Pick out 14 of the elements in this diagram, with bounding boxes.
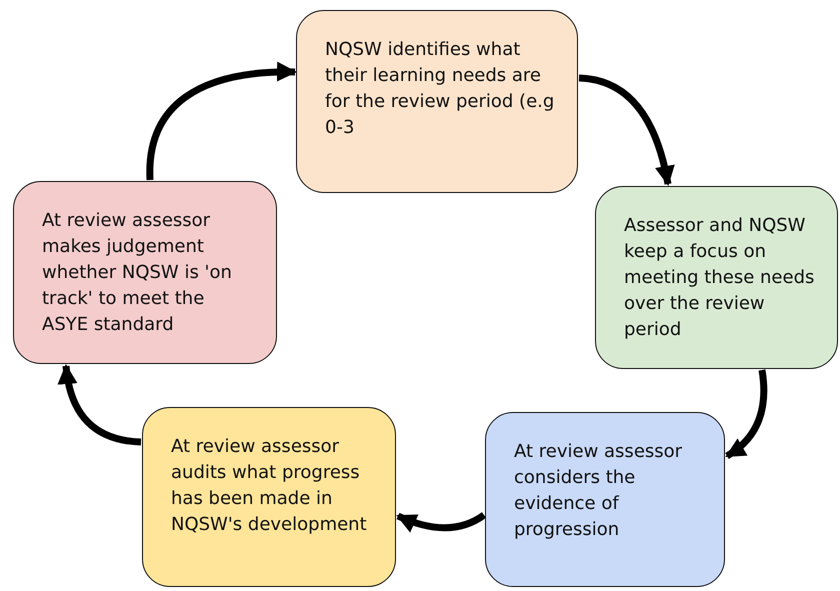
curved-arrow <box>396 512 486 532</box>
step-text: At review assessor audits what progress has been made in NQSW's development <box>171 435 368 537</box>
process-box <box>13 181 277 364</box>
process-box <box>296 10 578 193</box>
step-text: NQSW identifies what their learning needs are for the review period (e.g 0-3 <box>325 38 556 140</box>
curved-arrow <box>58 364 142 446</box>
step-text: Assessor and NQSW keep a focus on meeting these needs over the review period <box>624 214 816 342</box>
process-box <box>595 186 838 369</box>
step-text: At review assessor makes judgement whether NQSW is 'on track' to meet the ASYE standard <box>42 209 233 337</box>
process-box <box>485 412 725 587</box>
step-text: At review assessor considers the evidence of progression <box>514 440 684 542</box>
process-box <box>142 407 396 587</box>
curved-arrow <box>725 370 768 459</box>
curved-arrow <box>578 74 674 186</box>
